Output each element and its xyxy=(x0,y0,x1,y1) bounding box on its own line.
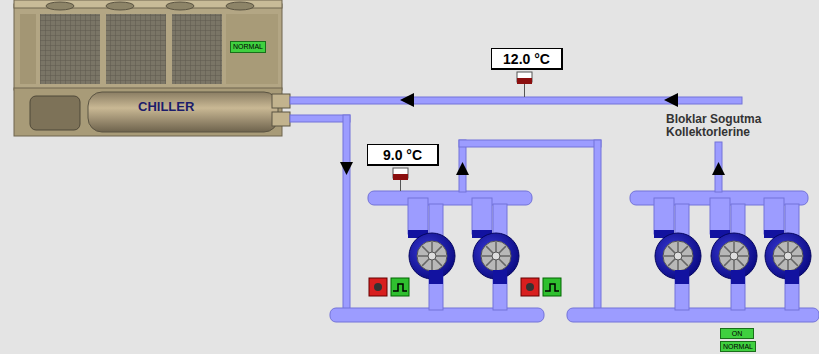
chiller-unit xyxy=(14,0,290,136)
equipment-name: CHILLER xyxy=(138,99,194,114)
status-text: NORMAL xyxy=(723,343,753,351)
chiller-box: CHILLER NORMAL xyxy=(14,0,284,136)
status-text: ON xyxy=(732,330,743,338)
temperature-display: 9.0 °C xyxy=(367,144,439,166)
temperature-display: 12.0 °C xyxy=(491,48,563,70)
temperature-sensor xyxy=(393,72,532,191)
status-text: 12.0 °C xyxy=(503,51,550,67)
status-text: NORMAL xyxy=(233,43,263,51)
status-badge: NORMAL xyxy=(230,41,266,53)
pump-group xyxy=(408,198,811,310)
pipe-network xyxy=(290,97,819,322)
status-badge: ON xyxy=(720,328,754,339)
status-text: 9.0 °C xyxy=(383,147,422,163)
status-badge: NORMAL xyxy=(720,341,756,352)
pump-status-icon xyxy=(369,278,561,296)
destination-label: Bloklar Sogutma Kollektorlerine xyxy=(666,113,806,139)
